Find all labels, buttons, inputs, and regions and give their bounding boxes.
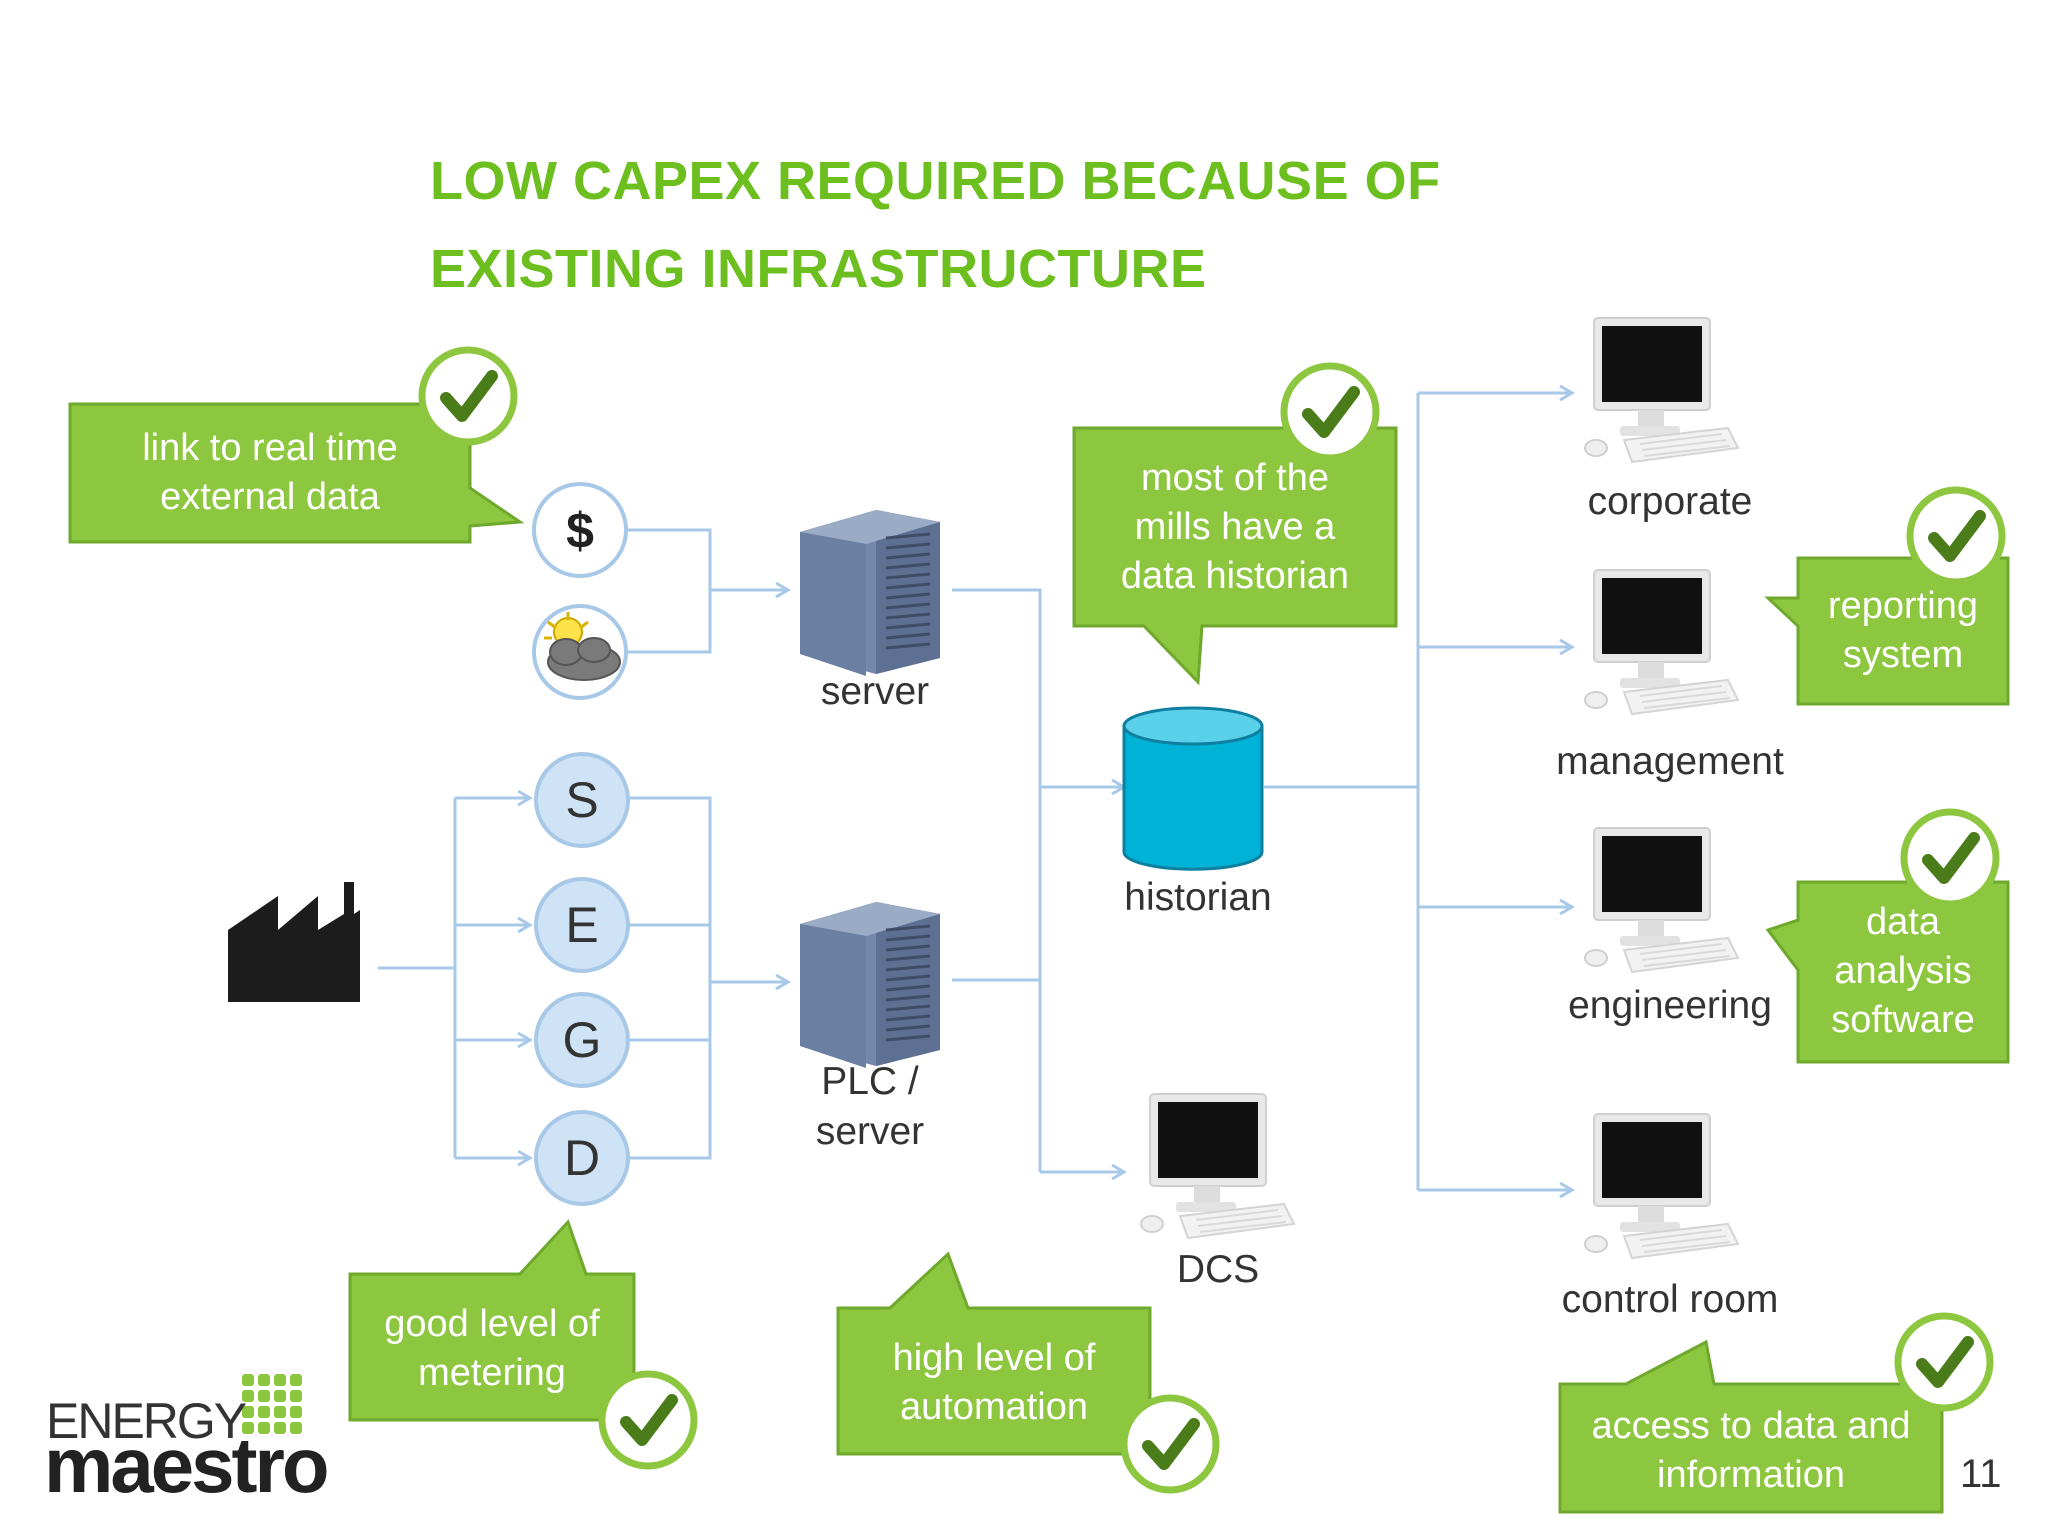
slide-title-line-2: EXISTING INFRASTRUCTURE [430,239,1207,299]
meter-nodes [534,752,630,1206]
line-meters-bus [630,796,712,1160]
callout-analysis-line-3: software [1831,999,1975,1041]
callout-reporting [1764,556,2010,706]
weather-node [532,604,628,700]
callout-analysis [1765,880,2010,1064]
callout-historian-line-3: data historian [1120,555,1350,597]
callout-historian-line-2: mills have a [1134,506,1336,548]
callout-access-text: access to data and information [1560,1402,1942,1500]
factory-icon [228,882,360,1002]
check-icon-historian [1284,366,1376,458]
meter-circle-g [534,992,630,1088]
meter-circle-e [534,877,630,973]
meter-letter-e: E [565,897,599,953]
callout-access [1558,1339,1944,1514]
callout-metering-line-1: good level of [384,1303,600,1345]
callout-realtime-line-2: external data [160,476,380,518]
callout-automation-line-2: automation [899,1386,1088,1428]
dollar-symbol: $ [566,503,594,559]
callout-access-line-1: access to data and [1591,1405,1911,1447]
historian-database-icon [1122,706,1264,871]
meter-letter-g: G [562,1012,602,1068]
check-icon-analysis [1904,812,1996,904]
label-historian: historian [1124,876,1272,919]
callout-analysis-line-1: data [1866,901,1940,943]
dollar-node: $ [532,482,628,578]
meter-circle-d [534,1110,630,1206]
callout-reporting-line-1: reporting [1828,585,1978,627]
page-number: 11 [1960,1452,2002,1496]
line-dollar-to-bus [625,528,712,654]
label-control-room: control room [1561,1278,1779,1321]
callout-access-line-2: information [1657,1454,1845,1496]
sun-cloud-icon [544,612,621,681]
label-management: management [1556,740,1784,783]
engineering-computer-icon [1584,827,1739,973]
label-dcs: DCS [1176,1248,1260,1291]
slide-title-line-1: LOW CAPEX REQUIRED BECAUSE OF [430,151,1441,211]
label-plc-server-line-2: server [815,1110,925,1153]
plc-server-icon [798,900,942,1070]
line-servers-bus [952,588,1042,1172]
label-corporate: corporate [1587,480,1753,523]
callout-realtime-line-1: link to real time [142,427,398,469]
callout-automation-line-1: high level of [892,1337,1096,1379]
callout-reporting-text: reporting system [1798,582,2008,680]
check-icon-access [1898,1316,1990,1408]
meter-letter-s: S [565,772,599,828]
management-computer-icon [1584,569,1739,715]
meter-letter-d: D [563,1130,601,1186]
callout-analysis-line-2: analysis [1834,950,1972,992]
label-engineering: engineering [1568,984,1772,1027]
callout-reporting-line-2: system [1842,634,1964,676]
callout-metering [348,1219,636,1422]
label-plc-server-line-1: PLC / [821,1060,919,1103]
callout-historian-text: most of the mills have a data historian [1074,454,1396,601]
server-icon [798,508,942,678]
label-server: server [820,670,930,713]
connector-lines [378,384,1575,1199]
dcs-computer-icon [1140,1093,1295,1239]
control-room-computer-icon [1584,1113,1739,1259]
callout-historian-line-1: most of the [1141,457,1329,499]
logo-text-maestro: maestro [44,1421,329,1509]
check-icon-reporting [1910,490,2002,582]
callout-metering-line-2: metering [418,1352,566,1394]
callout-automation [836,1251,1152,1456]
corporate-computer-icon [1584,317,1739,463]
callout-realtime-text: link to real time external data [70,424,470,522]
callout-automation-text: high level of automation [838,1334,1150,1432]
logo-text-energy: ENERGY [46,1393,247,1449]
meter-circle-s [534,752,630,848]
callout-analysis-text: data analysis software [1798,898,2008,1045]
callout-historian [1072,426,1398,686]
callout-metering-text: good level of metering [350,1300,634,1398]
logo-grid-icon [242,1374,302,1434]
